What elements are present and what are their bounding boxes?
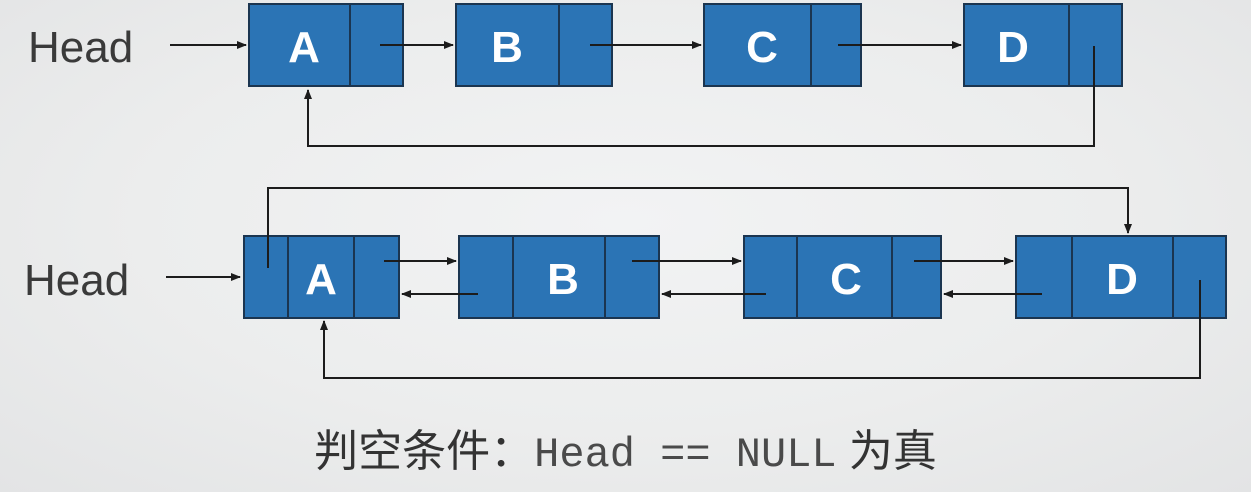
- head-label-singly: Head: [28, 23, 133, 72]
- circular-next-arrow-d-to-a: [320, 280, 1201, 379]
- node-label: C: [830, 255, 862, 304]
- node-label: B: [547, 255, 579, 304]
- doubly-node-a: A: [243, 235, 400, 319]
- node-label: D: [997, 23, 1029, 72]
- singly-circular-list: Head A B C D: [28, 3, 1123, 147]
- doubly-node-d: D: [1015, 235, 1227, 319]
- node-label: C: [746, 23, 778, 72]
- singly-node-d: D: [963, 3, 1123, 87]
- doubly-circular-list: Head A B C D: [24, 187, 1227, 379]
- node-label: D: [1106, 255, 1138, 304]
- doubly-node-c: C: [743, 235, 942, 319]
- empty-condition-caption: 判空条件：Head == NULL 为真: [0, 420, 1251, 487]
- circular-prev-arrow-a-to-d: [267, 187, 1132, 268]
- node-label: B: [491, 23, 523, 72]
- doubly-node-b: B: [458, 235, 660, 319]
- condition-expression: Head == NULL: [534, 431, 837, 479]
- head-label-doubly: Head: [24, 256, 129, 305]
- circular-arrow-d-to-a: [304, 46, 1095, 147]
- singly-node-c: C: [703, 3, 862, 87]
- singly-node-a: A: [248, 3, 404, 87]
- condition-result: 为真: [848, 426, 937, 477]
- node-label: A: [305, 255, 337, 304]
- condition-label: 判空条件：: [314, 426, 535, 477]
- node-label: A: [288, 23, 320, 72]
- singly-node-b: B: [455, 3, 613, 87]
